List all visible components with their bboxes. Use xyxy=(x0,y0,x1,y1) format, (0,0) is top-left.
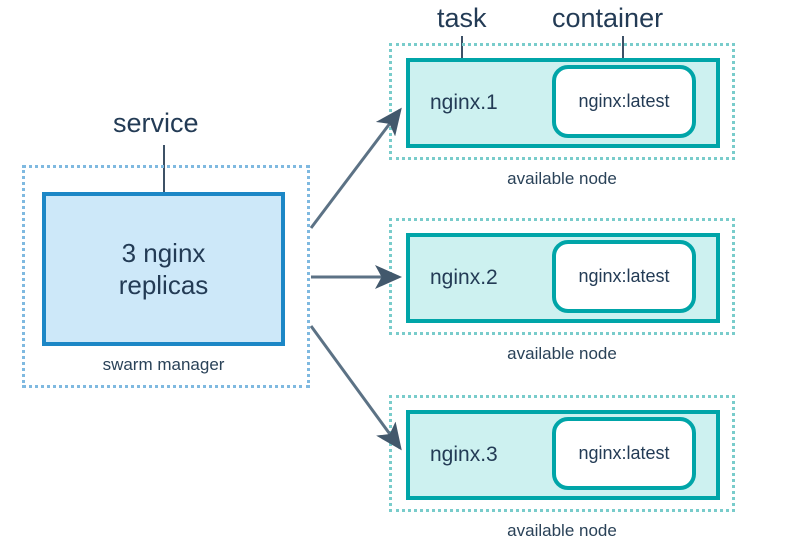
container-image-2: nginx:latest xyxy=(578,266,670,286)
service-replicas-line-1: 3 nginx xyxy=(121,237,206,268)
task-name-1: nginx.1 xyxy=(430,91,498,114)
available-node-boundary-1 xyxy=(389,43,735,160)
available-node-caption-1: available node xyxy=(507,169,617,188)
container-image-3: nginx:latest xyxy=(578,443,670,463)
task-name-2: nginx.2 xyxy=(430,266,498,289)
available-node-boundary-3 xyxy=(389,395,735,512)
available-node-caption-2: available node xyxy=(507,344,617,363)
container-box-1[interactable]: nginx:latest xyxy=(552,65,696,138)
container-image-1: nginx:latest xyxy=(578,91,670,111)
arrow-service-to-node-1 xyxy=(309,107,402,229)
task-callout-label: task xyxy=(437,3,487,33)
available-node-caption-3: available node xyxy=(507,521,617,540)
task-name-3: nginx.3 xyxy=(430,443,498,466)
container-callout-label: container xyxy=(552,3,664,33)
container-box-3[interactable]: nginx:latest xyxy=(552,417,696,490)
swarm-manager-boundary xyxy=(22,165,310,388)
service-replicas-line-2: replicas xyxy=(118,270,209,300)
arrow-service-to-node-3 xyxy=(309,325,402,451)
container-box-2[interactable]: nginx:latest xyxy=(552,240,696,313)
service-box[interactable]: 3 nginx replicas xyxy=(42,192,285,346)
service-leader-line xyxy=(163,145,165,235)
service-callout-label: service xyxy=(113,108,199,138)
swarm-manager-caption: swarm manager xyxy=(102,355,225,374)
service-box-text: 3 nginx replicas xyxy=(119,237,209,302)
